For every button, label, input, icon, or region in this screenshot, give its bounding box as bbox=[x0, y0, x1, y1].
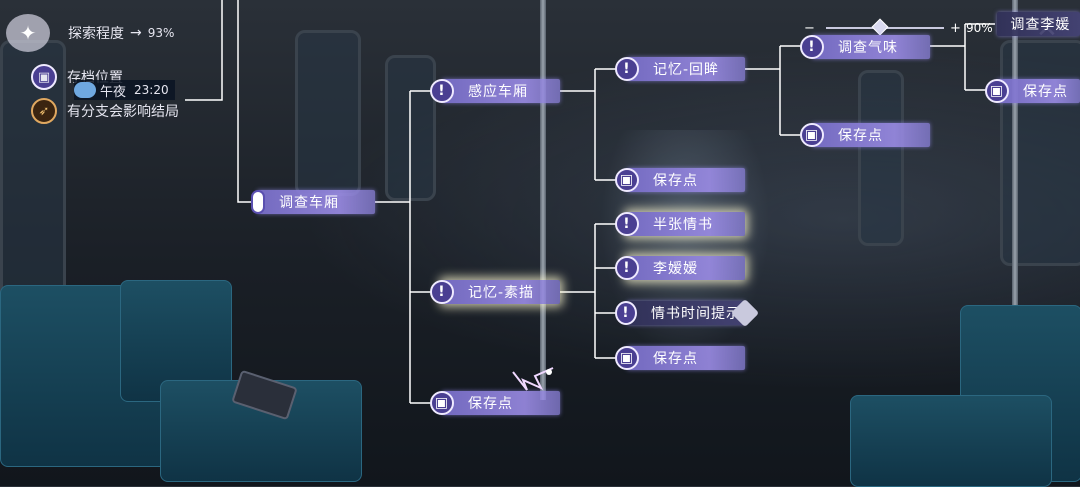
time-period: 午夜 bbox=[100, 84, 127, 100]
info-icon: ! bbox=[615, 57, 639, 81]
progress-value: 93% bbox=[147, 26, 175, 40]
branch-legend: ➶ 有分支会影响结局 bbox=[31, 98, 179, 124]
node-label: 记忆-回眸 bbox=[653, 62, 720, 78]
save-icon: ▣ bbox=[615, 168, 639, 192]
zoom-in-button[interactable]: + bbox=[950, 20, 961, 36]
save-icon: ▣ bbox=[985, 79, 1009, 103]
pole-1 bbox=[540, 0, 546, 400]
node-investigate-car[interactable]: 调查车厢 bbox=[251, 190, 375, 214]
branch-icon: ➶ bbox=[31, 98, 57, 124]
node-save-point-b[interactable]: ▣ 保存点 bbox=[800, 123, 930, 147]
branch-legend-label: 有分支会影响结局 bbox=[67, 104, 179, 120]
node-letter-time-hint[interactable]: ! 情书时间提示 bbox=[615, 298, 760, 328]
node-label: 保存点 bbox=[1023, 84, 1068, 100]
info-icon: ! bbox=[615, 212, 639, 236]
node-label: 调查车厢 bbox=[279, 195, 339, 211]
node-marker-icon bbox=[251, 190, 265, 214]
puzzle-icon: ✦ bbox=[6, 14, 50, 52]
node-label: 记忆-素描 bbox=[468, 285, 535, 301]
node-label: 调查李媛 bbox=[1010, 17, 1071, 33]
time-value: 23:20 bbox=[134, 83, 169, 97]
progress-label: 探索程度 bbox=[68, 26, 124, 42]
save-icon: ▣ bbox=[800, 123, 824, 147]
node-label: 保存点 bbox=[838, 128, 883, 144]
node-sense-car[interactable]: ! 感应车厢 bbox=[430, 79, 560, 103]
node-save-point-d[interactable]: ▣ 保存点 bbox=[615, 346, 745, 370]
lightning-sparkle bbox=[512, 367, 554, 391]
node-label: 情书时间提示 bbox=[651, 306, 741, 322]
zoom-value: 90% bbox=[966, 21, 993, 35]
info-icon: ! bbox=[615, 256, 639, 280]
node-li-aiai[interactable]: ! 李嫒嫒 bbox=[615, 256, 745, 280]
save-icon: ▣ bbox=[430, 391, 454, 415]
zoom-thumb[interactable] bbox=[871, 18, 889, 36]
window-left bbox=[0, 40, 66, 326]
time-display: 午夜 23:20 bbox=[74, 80, 175, 100]
node-save-point-a[interactable]: ▣ 保存点 bbox=[615, 168, 745, 192]
node-investigate-smell[interactable]: ! 调查气味 bbox=[800, 35, 930, 59]
node-label: 李嫒嫒 bbox=[653, 261, 698, 277]
node-investigate-li[interactable]: ! 调查李媛 bbox=[997, 12, 1080, 36]
node-memory-look-back[interactable]: ! 记忆-回眸 bbox=[615, 57, 745, 81]
zoom-track[interactable] bbox=[826, 18, 944, 36]
exploration-progress: ✦ 探索程度 → 93% bbox=[6, 14, 174, 52]
node-label: 感应车厢 bbox=[468, 84, 528, 100]
save-icon: ▣ bbox=[615, 346, 639, 370]
zoom-out-button[interactable]: − bbox=[804, 20, 815, 36]
cloud-moon-icon bbox=[74, 82, 96, 98]
info-icon: ! bbox=[800, 35, 824, 59]
node-label: 保存点 bbox=[468, 396, 513, 412]
progress-arrow: → bbox=[130, 25, 142, 41]
info-icon: ! bbox=[615, 301, 637, 325]
info-icon: ! bbox=[430, 280, 454, 304]
node-save-point-c[interactable]: ▣ 保存点 bbox=[985, 79, 1080, 103]
node-label: 调查气味 bbox=[838, 40, 898, 56]
seat-right-front bbox=[850, 395, 1052, 487]
window-mid bbox=[385, 55, 436, 201]
node-label: 半张情书 bbox=[653, 217, 713, 233]
node-label: 保存点 bbox=[653, 173, 698, 189]
node-save-point-e[interactable]: ▣ 保存点 bbox=[430, 391, 560, 415]
zoom-slider[interactable]: − + 90% bbox=[804, 18, 994, 38]
node-label: 保存点 bbox=[653, 351, 698, 367]
pole-2 bbox=[1012, 0, 1018, 350]
info-icon: ! bbox=[430, 79, 454, 103]
node-half-letter[interactable]: ! 半张情书 bbox=[615, 212, 745, 236]
window-right bbox=[858, 70, 904, 246]
window-mid-left bbox=[295, 30, 361, 196]
node-memory-sketch[interactable]: ! 记忆-素描 bbox=[430, 280, 560, 304]
save-icon: ▣ bbox=[31, 64, 57, 90]
